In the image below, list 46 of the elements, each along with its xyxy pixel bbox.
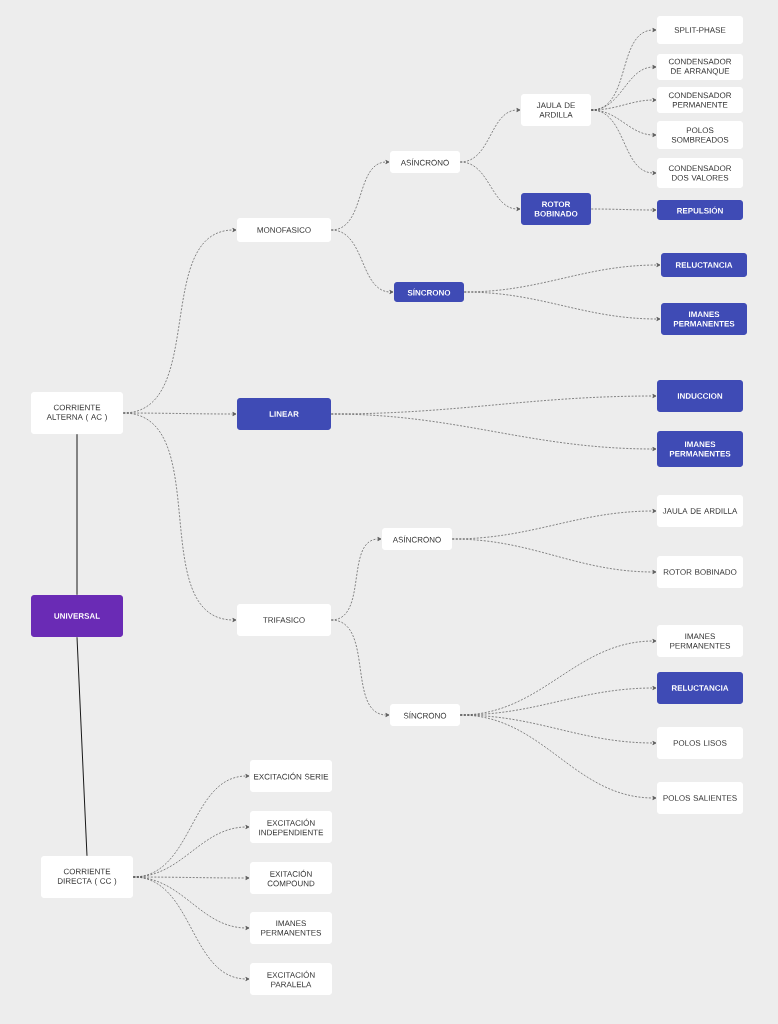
dashed-arrow: [132, 876, 250, 981]
highlighted-box: LINEAR: [237, 398, 331, 430]
text-box: CORRIENTE ALTERNA ( AC ): [31, 392, 123, 434]
text-box: ROTOR BOBINADO: [657, 556, 743, 588]
text-box: CORRIENTE DIRECTA ( CC ): [41, 856, 133, 898]
root-box: UNIVERSAL: [31, 595, 123, 637]
text-box: ASÍNCRONO: [382, 528, 452, 550]
dashed-arrow: [330, 619, 390, 717]
highlighted-box: INDUCCION: [657, 380, 743, 412]
text-box: EXITACIÓN COMPOUND: [250, 862, 332, 894]
text-box: POLOS SALIENTES: [657, 782, 743, 814]
dashed-arrow: [451, 538, 657, 574]
text-box: POLOS LISOS: [657, 727, 743, 759]
text-box: JAULA DE ARDILLA: [657, 495, 743, 527]
text-box: CONDENSADOR DE ARRANQUE: [657, 54, 743, 80]
text-box: ASÍNCRONO: [390, 151, 460, 173]
connector-line: [76, 433, 78, 596]
text-box: JAULA DE ARDILLA: [521, 94, 591, 126]
highlighted-box: ROTOR BOBINADO: [521, 193, 591, 225]
text-box: IMANES PERMANENTES: [657, 625, 743, 657]
text-box: CONDENSADOR PERMANENTE: [657, 87, 743, 113]
connector-line: [76, 636, 88, 857]
dashed-arrow: [459, 161, 521, 211]
dashed-arrow: [122, 412, 237, 622]
highlighted-box: IMANES PERMANENTES: [661, 303, 747, 335]
text-box: IMANES PERMANENTES: [250, 912, 332, 944]
highlighted-box: REPULSIÓN: [657, 200, 743, 220]
text-box: SPLIT-PHASE: [657, 16, 743, 44]
text-box: SÍNCRONO: [390, 704, 460, 726]
highlighted-box: RELUCTANCIA: [661, 253, 747, 277]
text-box: POLOS SOMBREADOS: [657, 121, 743, 149]
dashed-arrow: [330, 229, 394, 294]
text-box: EXCITACIÓN PARALELA: [250, 963, 332, 995]
highlighted-box: IMANES PERMANENTES: [657, 431, 743, 467]
dashed-arrow: [590, 208, 657, 212]
text-box: CONDENSADOR DOS VALORES: [657, 158, 743, 188]
dashed-arrow: [590, 109, 657, 175]
highlighted-box: SÍNCRONO: [394, 282, 464, 302]
highlighted-box: RELUCTANCIA: [657, 672, 743, 704]
dashed-arrow: [330, 413, 657, 451]
dashed-arrow: [459, 714, 657, 800]
dashed-arrow: [463, 291, 661, 321]
text-box: MONOFASICO: [237, 218, 331, 242]
text-box: TRIFASICO: [237, 604, 331, 636]
text-box: EXCITACIÓN SERIE: [250, 760, 332, 792]
text-box: EXCITACIÓN INDEPENDIENTE: [250, 811, 332, 843]
